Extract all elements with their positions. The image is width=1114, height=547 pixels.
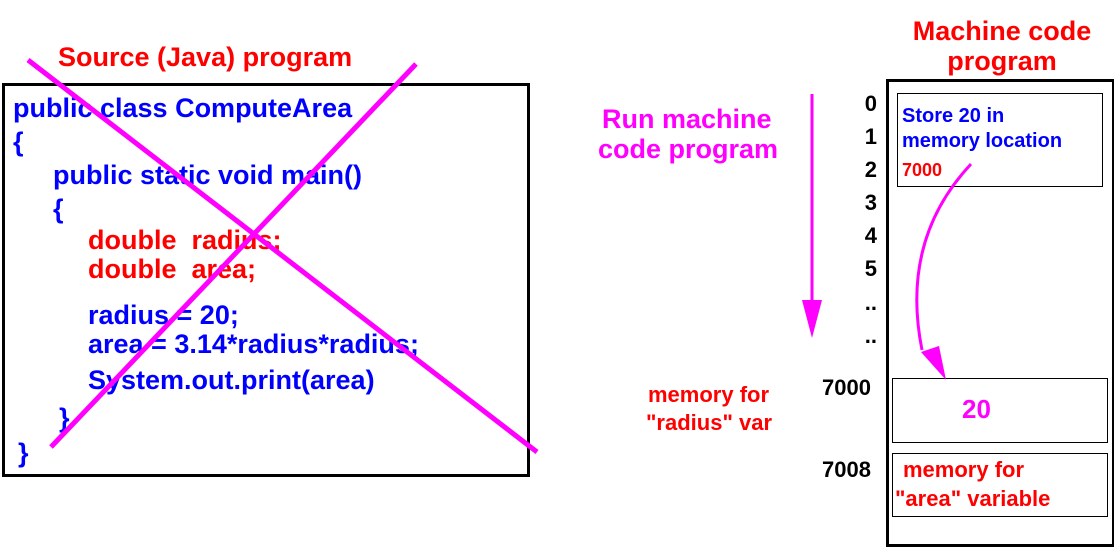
code-line-open-brace: { <box>13 127 24 157</box>
address-5: 5 <box>864 256 877 281</box>
code-line-compute-area: area = 3.14*radius*radius; <box>88 329 419 359</box>
address-2: 2 <box>864 157 877 182</box>
source-code-box <box>2 83 530 477</box>
address-ellipsis-2: .. <box>864 323 877 348</box>
run-label-line2: code program <box>598 134 779 164</box>
area-label-line1: memory for <box>903 457 1025 482</box>
address-0: 0 <box>864 91 877 116</box>
radius-side-label-line1: memory for <box>648 382 770 407</box>
address-3: 3 <box>864 190 877 215</box>
radius-value: 20 <box>962 394 991 424</box>
address-4: 4 <box>864 223 877 248</box>
code-line-print: System.out.print(area) <box>88 365 375 395</box>
code-line-main-close-brace: } <box>59 403 70 433</box>
machine-code-title: Machine code program <box>912 16 1092 76</box>
address-1: 1 <box>864 124 877 149</box>
address-ellipsis-1: .. <box>864 290 877 315</box>
instruction-line1: Store 20 in <box>902 105 1005 127</box>
radius-side-label-line2: "radius" var <box>646 410 773 435</box>
code-line-main-open-brace: { <box>53 194 64 224</box>
address-7008: 7008 <box>822 457 871 482</box>
code-line-assign-radius: radius = 20; <box>88 300 239 330</box>
instruction-target-address: 7000 <box>902 160 943 180</box>
code-line-class: public class ComputeArea <box>13 93 353 123</box>
code-line-declare-radius: double radius; <box>88 225 282 255</box>
area-label-line2: "area" variable <box>895 486 1051 511</box>
code-line-declare-area: double area; <box>88 254 257 284</box>
memory-cell-area <box>892 453 1108 517</box>
run-label-line1: Run machine <box>602 104 772 134</box>
source-program-title: Source (Java) program <box>58 42 353 72</box>
code-line-main: public static void main() <box>53 160 363 190</box>
code-line-close-brace: } <box>18 438 29 468</box>
instruction-line2: memory location <box>902 130 1063 152</box>
instruction-box <box>897 93 1103 187</box>
address-7000: 7000 <box>822 375 871 400</box>
memory-cell-radius <box>892 378 1108 443</box>
